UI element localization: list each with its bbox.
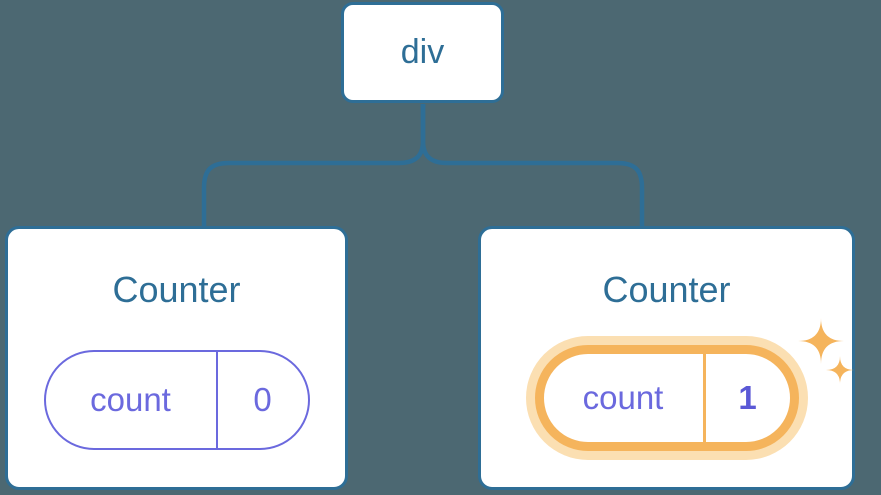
root-node-div: div: [341, 2, 504, 103]
component-title: Counter: [602, 269, 731, 310]
root-node-label: div: [400, 33, 445, 71]
state-key-label: count: [46, 352, 218, 448]
counter-card-left: Counter count 0: [5, 226, 348, 490]
state-value: 0: [253, 381, 272, 418]
sparkles-icon: [798, 318, 854, 384]
state-value: 1: [738, 379, 757, 416]
connector-right-branch: [420, 104, 645, 228]
state-pill-highlighted: count 1: [534, 345, 799, 451]
state-pill: count 0: [43, 350, 310, 450]
state-key-label: count: [544, 354, 706, 442]
component-title: Counter: [112, 269, 241, 310]
counter-card-right: Counter count 1: [478, 226, 855, 490]
connector-left-branch: [201, 104, 426, 228]
